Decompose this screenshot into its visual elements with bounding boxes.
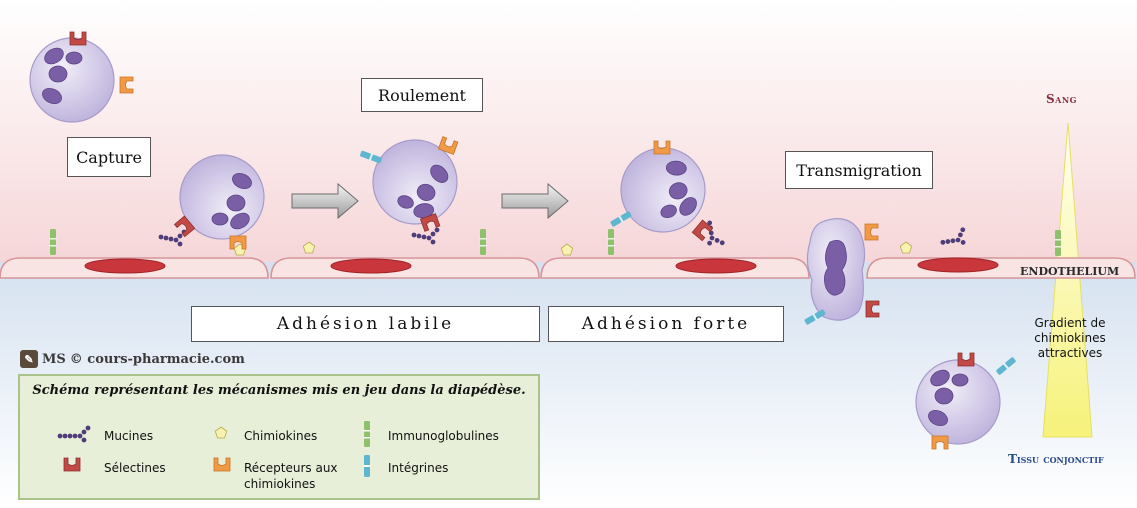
arrow-capture-to-rolling (291, 182, 359, 220)
step-transmigration-label: Transmigration (785, 151, 933, 189)
credit-site-text: © cours-pharmacie.com (69, 351, 245, 367)
step-capture-label: Capture (67, 137, 151, 177)
legend-selectins: Sélectines (104, 461, 166, 475)
phase-labile-adhesion: Adhésion labile (191, 306, 540, 342)
immunoglobulin-icon (363, 421, 371, 447)
legend-title: Schéma représentant les mécanismes mis e… (32, 383, 526, 398)
legend-chemokines: Chimiokines (244, 429, 318, 443)
chemokine-gradient-label: Gradient de chimiokines attractives (1034, 316, 1106, 360)
legend-mucins: Mucines (104, 429, 154, 443)
phase-strong-adhesion: Adhésion forte (548, 306, 784, 342)
mucin-icon (57, 425, 91, 443)
endothelium-label: ENDOTHELIUM (1020, 265, 1120, 278)
legend-immunoglobulins: Immunoglobulines (388, 429, 499, 443)
arrow-rolling-to-adhesion (501, 182, 569, 220)
legend-integrins: Intégrines (388, 461, 449, 475)
pill-logo-icon: ✎ (20, 350, 38, 368)
selectin-icon (63, 457, 81, 472)
leukocyte-transmigrating (803, 218, 880, 326)
tissue-zone-label: Tissu conjonctif (1008, 452, 1104, 466)
credit-logo-text: MS (42, 351, 66, 367)
chemokine-receptor-icon (213, 457, 231, 472)
legend-chemokine-receptors: Récepteurs aux chimiokines (244, 461, 338, 491)
chemokine-icon (214, 426, 228, 439)
endothelium (0, 257, 1136, 279)
blood-zone-label: Sang (1046, 92, 1078, 106)
legend-box: Schéma représentant les mécanismes mis e… (18, 374, 540, 500)
chemokine-gradient (1042, 122, 1093, 438)
step-rolling-label: Roulement (361, 78, 483, 112)
integrin-icon (363, 455, 371, 477)
site-credit: ✎ MS © cours-pharmacie.com (20, 350, 245, 368)
